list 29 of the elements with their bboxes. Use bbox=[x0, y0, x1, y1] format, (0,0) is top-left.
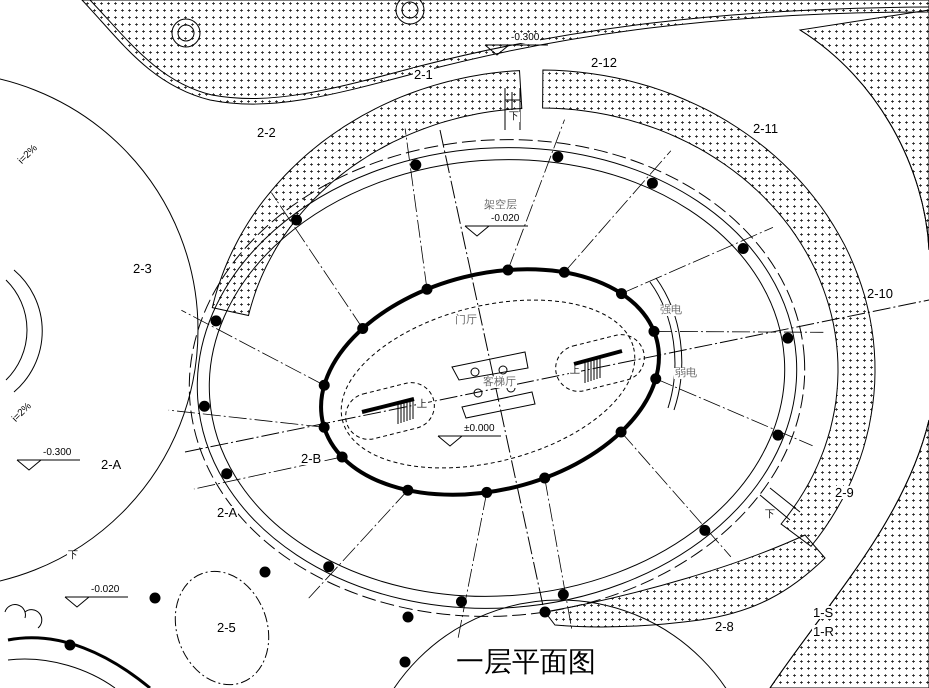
elevation-label: -0.300 bbox=[510, 33, 540, 43]
grid-axis-label: 2-5 bbox=[216, 621, 237, 634]
room-label: 门厅 bbox=[454, 315, 478, 326]
room-label: 强电 bbox=[659, 305, 683, 316]
elevation-label: -0.020 bbox=[90, 585, 120, 595]
grid-axis-label: 2-3 bbox=[132, 262, 153, 275]
grid-axis-label: 2-8 bbox=[714, 620, 735, 633]
room-label: 客梯厅 bbox=[482, 377, 517, 388]
door-direction-label: 下 bbox=[764, 510, 776, 520]
grid-axis-label: 2-A bbox=[100, 458, 122, 471]
grid-axis-label: 2-11 bbox=[752, 122, 780, 135]
door-direction-label: 下 bbox=[67, 551, 79, 561]
grid-axis-label: 2-1 bbox=[413, 68, 434, 81]
grid-axis-label: 2-12 bbox=[590, 56, 618, 69]
stair-direction-label: 上 bbox=[416, 400, 428, 410]
elevation-label: -0.020 bbox=[490, 214, 520, 224]
grid-axis-label: 2-10 bbox=[866, 287, 894, 300]
grid-axis-label: 1-R bbox=[812, 625, 835, 638]
room-label: 弱电 bbox=[674, 368, 698, 379]
grid-axis-label: 2-A bbox=[216, 506, 238, 519]
grid-axis-label: 1-S bbox=[812, 606, 834, 619]
room-label: 架空层 bbox=[483, 200, 518, 211]
grid-axis-label: 2-2 bbox=[256, 126, 277, 139]
grid-axis-label: 2-9 bbox=[834, 486, 855, 499]
elevation-label: -0.300 bbox=[42, 448, 72, 458]
stair-direction-label: 上 bbox=[569, 366, 581, 376]
door-direction-label: 下 bbox=[508, 112, 520, 122]
grid-axis-label: 2-B bbox=[300, 452, 322, 465]
elevation-label: ±0.000 bbox=[463, 424, 496, 434]
